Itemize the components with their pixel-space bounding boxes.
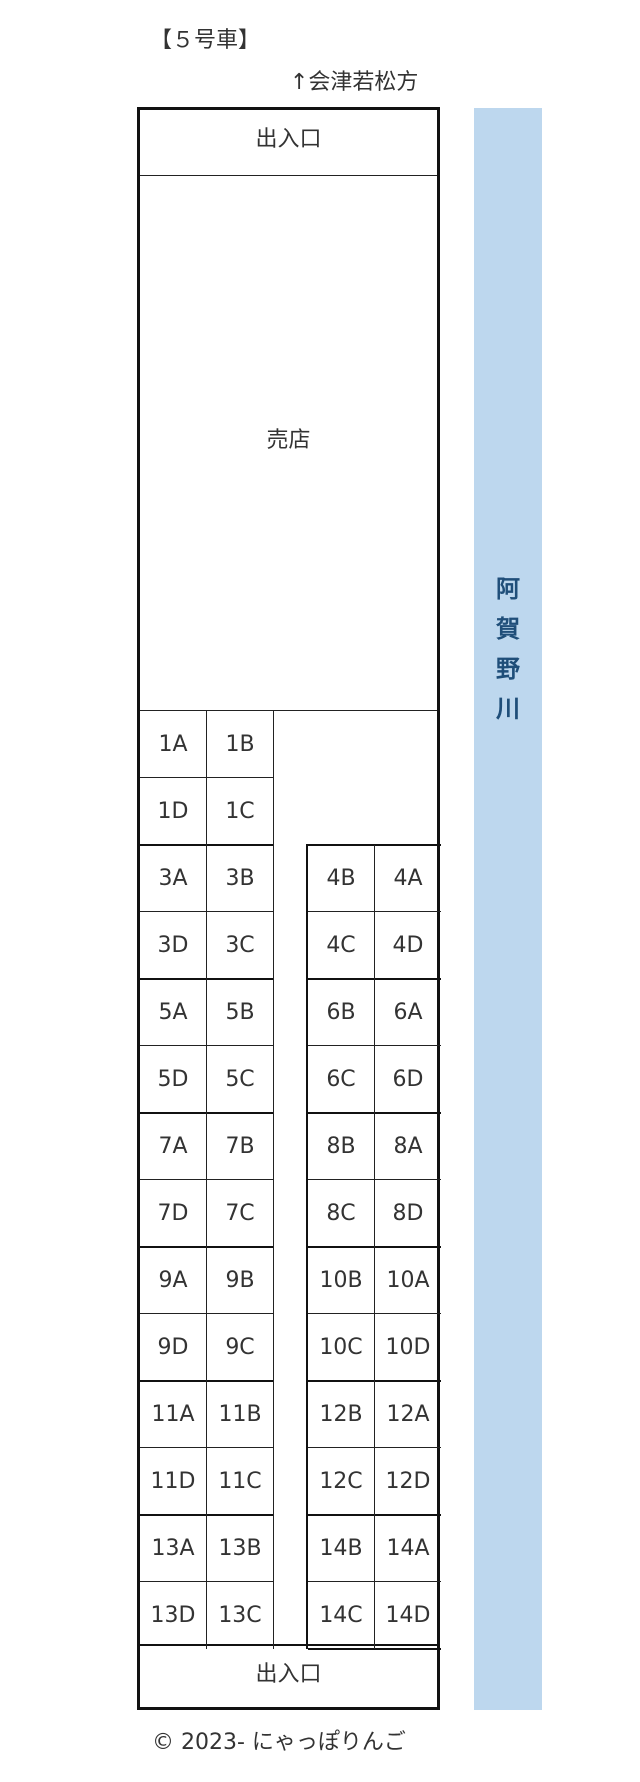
seat-8B[interactable]: 8B xyxy=(326,1133,356,1159)
seat-11B[interactable]: 11B xyxy=(218,1401,262,1427)
seat-13A[interactable]: 13A xyxy=(151,1535,195,1561)
seat-6D[interactable]: 6D xyxy=(392,1066,424,1092)
seat-8C[interactable]: 8C xyxy=(326,1200,356,1226)
seat-5A[interactable]: 5A xyxy=(158,999,188,1025)
seat-14A[interactable]: 14A xyxy=(386,1535,430,1561)
seat-9D[interactable]: 9D xyxy=(157,1334,189,1360)
seat-12D[interactable]: 12D xyxy=(385,1468,431,1494)
seat-8D[interactable]: 8D xyxy=(392,1200,424,1226)
seat-5C[interactable]: 5C xyxy=(225,1066,255,1092)
river-char-1: 阿 xyxy=(496,575,520,603)
right-row-line-12 xyxy=(308,1648,441,1650)
seat-11A[interactable]: 11A xyxy=(151,1401,195,1427)
seat-3A[interactable]: 3A xyxy=(158,865,188,891)
seat-8A[interactable]: 8A xyxy=(393,1133,423,1159)
shop-divider xyxy=(140,710,437,711)
seat-6B[interactable]: 6B xyxy=(326,999,356,1025)
seat-13D[interactable]: 13D xyxy=(150,1602,196,1628)
seat-1A[interactable]: 1A xyxy=(158,731,188,757)
seat-1C[interactable]: 1C xyxy=(225,798,255,824)
seat-6C[interactable]: 6C xyxy=(326,1066,356,1092)
seat-3B[interactable]: 3B xyxy=(225,865,255,891)
car-title: 【５号車】 xyxy=(150,28,261,53)
seat-9B[interactable]: 9B xyxy=(225,1267,255,1293)
left-block-right-edge xyxy=(273,711,274,1649)
seat-10B[interactable]: 10B xyxy=(319,1267,363,1293)
seat-5B[interactable]: 5B xyxy=(225,999,255,1025)
right-block-top xyxy=(306,844,441,846)
seat-7D[interactable]: 7D xyxy=(157,1200,189,1226)
seat-1B[interactable]: 1B xyxy=(225,731,255,757)
seat-12B[interactable]: 12B xyxy=(319,1401,363,1427)
river-char-2: 賀 xyxy=(496,615,520,643)
seat-3C[interactable]: 3C xyxy=(225,932,255,958)
direction-label: ↑会津若松方 xyxy=(290,70,419,95)
seat-12C[interactable]: 12C xyxy=(319,1468,363,1494)
seat-7A[interactable]: 7A xyxy=(158,1133,188,1159)
seat-1D[interactable]: 1D xyxy=(157,798,189,824)
seat-9A[interactable]: 9A xyxy=(158,1267,188,1293)
seat-10C[interactable]: 10C xyxy=(319,1334,363,1360)
seat-7B[interactable]: 7B xyxy=(225,1133,255,1159)
seat-4D[interactable]: 4D xyxy=(392,932,424,958)
entrance-top-divider xyxy=(140,175,437,176)
seat-6A[interactable]: 6A xyxy=(393,999,423,1025)
seat-10D[interactable]: 10D xyxy=(385,1334,431,1360)
seat-14D[interactable]: 14D xyxy=(385,1602,431,1628)
seat-13C[interactable]: 13C xyxy=(218,1602,262,1628)
car-outline xyxy=(137,107,440,1710)
copyright: © 2023- にゃっぽりんご xyxy=(152,1730,406,1755)
seat-4B[interactable]: 4B xyxy=(326,865,356,891)
entrance-top-label: 出入口 xyxy=(255,127,322,152)
seat-3D[interactable]: 3D xyxy=(157,932,189,958)
left-col-divider xyxy=(206,711,207,1649)
seat-10A[interactable]: 10A xyxy=(386,1267,430,1293)
river-band: 阿 賀 野 川 xyxy=(474,108,542,1710)
seat-4A[interactable]: 4A xyxy=(393,865,423,891)
seat-11C[interactable]: 11C xyxy=(218,1468,262,1494)
seat-12A[interactable]: 12A xyxy=(386,1401,430,1427)
seat-9C[interactable]: 9C xyxy=(225,1334,255,1360)
river-char-4: 川 xyxy=(496,695,520,723)
right-col-divider xyxy=(374,845,375,1649)
seat-14B[interactable]: 14B xyxy=(319,1535,363,1561)
seat-13B[interactable]: 13B xyxy=(218,1535,262,1561)
river-char-3: 野 xyxy=(496,655,520,683)
entrance-bottom-divider xyxy=(140,1644,437,1646)
entrance-bottom-label: 出入口 xyxy=(255,1662,322,1687)
seat-14C[interactable]: 14C xyxy=(319,1602,363,1628)
seat-7C[interactable]: 7C xyxy=(225,1200,255,1226)
seat-5D[interactable]: 5D xyxy=(157,1066,189,1092)
shop-label: 売店 xyxy=(266,428,311,453)
seat-4C[interactable]: 4C xyxy=(326,932,356,958)
seat-11D[interactable]: 11D xyxy=(150,1468,196,1494)
right-block-left-edge xyxy=(306,845,308,1649)
